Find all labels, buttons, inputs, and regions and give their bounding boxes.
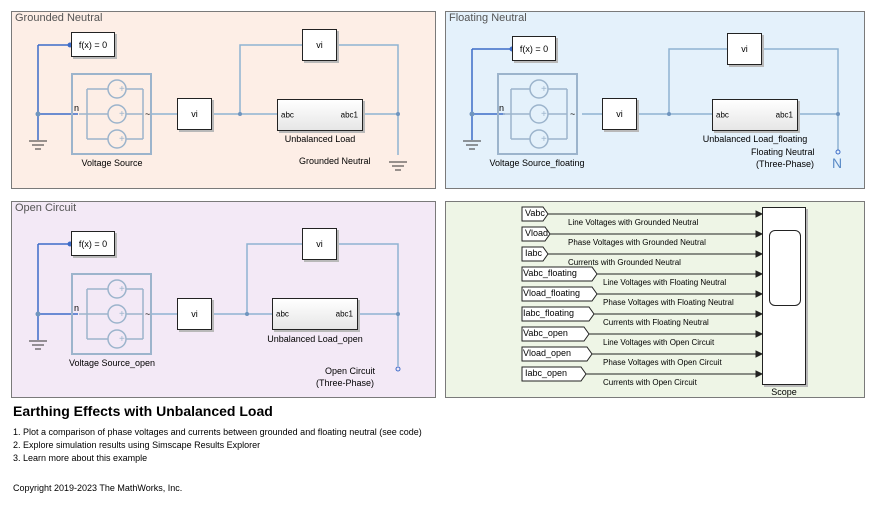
goto-tag-shapes [521,206,598,382]
svg-text:+: + [119,134,125,145]
tilde-label-grounded: ~ [145,109,151,119]
solver-config-open[interactable]: f(x) = 0 [71,231,115,256]
page-title: Earthing Effects with Unbalanced Load [13,403,273,419]
goto-tag-vabc-open[interactable]: Vabc_open [523,328,568,338]
scope-label: Scope [771,387,797,397]
voltage-source-label-floating: Voltage Source_floating [489,158,585,168]
voltage-source-open[interactable]: + + + [71,273,152,355]
unbalanced-load-label-grounded: Unbalanced Load [284,134,356,144]
link-plot-comparison[interactable]: 1. Plot a comparison of phase voltages a… [13,427,422,437]
svg-text:+: + [119,84,125,95]
vi-label: vi [316,40,323,50]
ground-symbol-left-floating [463,140,481,150]
vi-label: vi [191,309,198,319]
port-abc: abc [276,309,289,319]
goto-tag-vload-floating[interactable]: Vload_floating [523,288,581,298]
n-port-label-open: n [74,303,80,313]
svg-text:+: + [541,84,547,95]
area-title-floating: Floating Neutral [449,12,527,24]
signal-label: Line Voltages with Open Circuit [603,338,715,347]
goto-tag-vabc-floating[interactable]: Vabc_floating [523,268,577,278]
vi-label: vi [316,239,323,249]
link-learn-more[interactable]: 3. Learn more about this example [13,453,148,463]
vi-sensor-floating[interactable]: vi [602,98,637,130]
vi-label: vi [616,109,623,119]
port-abc1: abc1 [775,110,793,120]
signal-label: Currents with Grounded Neutral [568,258,681,267]
n-port-label-floating: n [499,103,505,113]
n-port-label-grounded: n [74,103,80,113]
goto-tag-iabc-floating[interactable]: Iabc_floating [523,308,575,318]
floating-neutral-label: Floating Neutral [751,147,815,157]
signal-label: Currents with Floating Neutral [603,318,709,327]
signal-label: Phase Voltages with Open Circuit [603,358,722,367]
ground-symbol-left-grounded [29,140,47,150]
signal-label: Phase Voltages with Grounded Neutral [568,238,706,247]
solver-config-label: f(x) = 0 [78,238,108,249]
link-results-explorer[interactable]: 2. Explore simulation results using Sims… [13,440,261,450]
port-abc: abc [716,110,729,120]
voltage-source-grounded[interactable]: + + + [71,73,152,155]
goto-tag-vabc[interactable]: Vabc [525,208,545,218]
area-title-grounded: Grounded Neutral [15,12,103,24]
signal-label: Phase Voltages with Floating Neutral [603,298,734,307]
tilde-label-floating: ~ [570,109,576,119]
solver-config-floating[interactable]: f(x) = 0 [512,36,556,61]
svg-text:+: + [119,109,125,120]
area-title-open: Open Circuit [15,202,77,214]
open-circuit-sublabel: (Three-Phase) [316,378,375,388]
vi-sensor-grounded[interactable]: vi [177,98,212,130]
unbalanced-load-open[interactable]: abc abc1 [272,298,358,330]
unbalanced-load-label-floating: Unbalanced Load_floating [702,134,808,144]
vi-sensor-load-grounded[interactable]: vi [302,29,337,61]
goto-tag-iabc[interactable]: Iabc [525,248,543,258]
wires-open [37,243,399,366]
neutral-n-icon: N [832,155,843,171]
tilde-label-open: ~ [145,309,151,319]
unbalanced-load-label-open: Unbalanced Load_open [267,334,363,344]
vi-sensor-open[interactable]: vi [177,298,212,330]
svg-text:+: + [541,134,547,145]
signal-label: Line Voltages with Floating Neutral [603,278,727,287]
port-abc1: abc1 [340,110,358,120]
wires-floating [471,48,839,150]
vi-label: vi [191,109,198,119]
unbalanced-load-grounded[interactable]: abc abc1 [277,99,363,131]
solver-config-label: f(x) = 0 [519,43,549,54]
scope-signal-lines [548,210,764,378]
goto-tag-vload[interactable]: Vload [525,228,549,238]
signal-label: Line Voltages with Grounded Neutral [568,218,699,227]
port-abc1: abc1 [335,309,353,319]
ground-symbol-neutral [389,161,407,171]
svg-text:+: + [119,334,125,345]
vi-label: vi [741,44,748,54]
svg-text:+: + [541,109,547,120]
svg-text:+: + [119,309,125,320]
scope-block[interactable] [762,207,806,385]
ac-sources-icon: + + + [503,79,568,149]
signal-label: Currents with Open Circuit [603,378,697,387]
goto-tag-iabc-open[interactable]: Iabc_open [525,368,568,378]
vi-sensor-load-open[interactable]: vi [302,228,337,260]
voltage-source-label-grounded: Voltage Source [81,158,143,168]
solver-config-label: f(x) = 0 [78,39,108,50]
grounded-neutral-label: Grounded Neutral [299,156,371,166]
ground-symbol-left-open [29,340,47,350]
solver-config-grounded[interactable]: f(x) = 0 [71,32,115,57]
svg-text:+: + [119,284,125,295]
ac-sources-icon: + + + [79,279,144,349]
voltage-source-label-open: Voltage Source_open [68,358,156,368]
vi-sensor-load-floating[interactable]: vi [727,33,762,65]
scope-screen-icon [769,230,801,306]
ac-sources-icon: + + + [79,79,144,149]
voltage-source-floating[interactable]: + + + [497,73,578,155]
copyright: Copyright 2019-2023 The MathWorks, Inc. [13,483,183,493]
floating-neutral-sublabel: (Three-Phase) [756,159,815,169]
goto-tag-vload-open[interactable]: Vload_open [523,348,572,358]
port-abc: abc [281,110,294,120]
open-circuit-label: Open Circuit [325,366,376,376]
unbalanced-load-floating[interactable]: abc abc1 [712,99,798,131]
